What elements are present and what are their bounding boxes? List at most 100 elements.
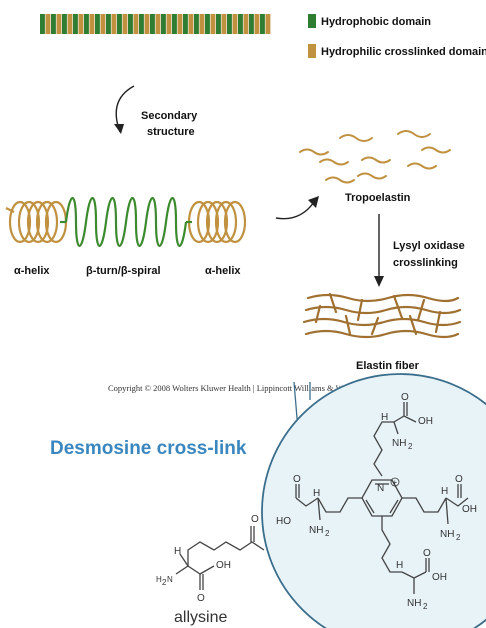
chain-segment bbox=[238, 14, 243, 34]
secondary-structure-label-1: Secondary bbox=[141, 110, 198, 122]
chain-segment bbox=[84, 14, 89, 34]
chain-segment bbox=[100, 14, 106, 34]
chain-segment bbox=[216, 14, 221, 34]
beta-spiral-label: β-turn/β-spiral bbox=[86, 265, 161, 277]
allysine-structure: O H OH H 2 N O allysine bbox=[156, 514, 265, 626]
chain-segment bbox=[128, 14, 133, 34]
n-plus-sign: + bbox=[393, 478, 398, 487]
chain-segment bbox=[232, 14, 238, 34]
chain-segment bbox=[139, 14, 144, 34]
chain-segment bbox=[243, 14, 249, 34]
secondary-structure-coils bbox=[5, 197, 247, 247]
allysine-label: allysine bbox=[174, 609, 227, 626]
desmosine-title: Desmosine cross-link bbox=[50, 438, 247, 459]
chain-segment bbox=[265, 14, 271, 34]
chain-segment bbox=[67, 14, 73, 34]
elastin-fiber-label: Elastin fiber bbox=[356, 360, 420, 372]
allysine-bottom-o: O bbox=[197, 593, 205, 604]
arrow-lysyl-head bbox=[374, 276, 384, 287]
coil-connector bbox=[5, 207, 15, 213]
left-o: O bbox=[293, 474, 301, 485]
secondary-structure-label-2: structure bbox=[147, 126, 195, 138]
chain-segment bbox=[150, 14, 155, 34]
alpha-helix-loop bbox=[196, 200, 220, 244]
bottom-nh2-sub: 2 bbox=[423, 602, 428, 611]
chain-segment bbox=[205, 14, 210, 34]
chain-segment bbox=[199, 14, 205, 34]
alpha-helix-loop bbox=[8, 200, 32, 244]
chain-segment bbox=[144, 14, 150, 34]
alpha-helix-loop bbox=[205, 200, 229, 244]
arrow-secondary-head bbox=[114, 124, 124, 134]
chain-segment bbox=[172, 14, 177, 34]
allysine-h2n-h: H bbox=[156, 575, 162, 584]
chain-segment bbox=[249, 14, 254, 34]
tropoelastin-molecules bbox=[299, 130, 451, 184]
allysine-h2n-n: N bbox=[167, 575, 173, 584]
allysine-h: H bbox=[174, 546, 181, 557]
left-h: H bbox=[313, 488, 320, 499]
chain-segment bbox=[40, 14, 45, 34]
legend-label-hydrophilic: Hydrophilic crosslinked domain bbox=[321, 46, 486, 58]
left-ho: HO bbox=[276, 516, 291, 527]
allysine-oh: OH bbox=[216, 560, 231, 571]
top-oh: OH bbox=[418, 416, 433, 427]
top-o: O bbox=[401, 392, 409, 403]
alpha-helix-loop bbox=[17, 200, 41, 244]
chain-segment bbox=[51, 14, 56, 34]
arrow-to-tropoelastin bbox=[275, 201, 315, 220]
chain-segment bbox=[117, 14, 122, 34]
lysyl-oxidase-label-1: Lysyl oxidase bbox=[393, 240, 465, 252]
chain-segment bbox=[254, 14, 260, 34]
top-nh2: NH bbox=[392, 438, 406, 449]
top-nh2-sub: 2 bbox=[408, 442, 413, 451]
bottom-o: O bbox=[423, 548, 431, 559]
n-plus-charge bbox=[390, 477, 400, 487]
alpha-helix-right-label: α-helix bbox=[205, 265, 241, 277]
desmosine-n-plus: N bbox=[377, 483, 384, 494]
chain-segment bbox=[89, 14, 95, 34]
chain-segment bbox=[45, 14, 51, 34]
legend-label-hydrophobic: Hydrophobic domain bbox=[321, 16, 431, 28]
chain-segment bbox=[95, 14, 100, 34]
domain-chain-bar bbox=[40, 14, 271, 34]
chain-segment bbox=[73, 14, 78, 34]
right-oh: OH bbox=[462, 504, 477, 515]
alpha-helix-left-label: α-helix bbox=[14, 265, 50, 277]
right-h: H bbox=[441, 486, 448, 497]
bottom-nh2: NH bbox=[407, 598, 421, 609]
chain-segment bbox=[183, 14, 188, 34]
chain-segment bbox=[227, 14, 232, 34]
bottom-oh: OH bbox=[432, 572, 447, 583]
allysine-o: O bbox=[251, 514, 259, 525]
alpha-helix-loop bbox=[26, 200, 50, 244]
alpha-helix-loop bbox=[214, 200, 238, 244]
chain-segment bbox=[194, 14, 199, 34]
chain-segment bbox=[260, 14, 265, 34]
chain-segment bbox=[111, 14, 117, 34]
copyright-text: Copyright © 2008 Wolters Kluwer Health |… bbox=[108, 383, 362, 393]
chain-segment bbox=[177, 14, 183, 34]
chain-segment bbox=[166, 14, 172, 34]
left-nh2-sub: 2 bbox=[325, 529, 330, 538]
chain-segment bbox=[155, 14, 161, 34]
legend-swatch-hydrophilic bbox=[308, 44, 316, 58]
left-nh2: NH bbox=[309, 525, 323, 536]
alpha-helix-loop bbox=[35, 200, 59, 244]
chain-segment bbox=[133, 14, 139, 34]
chain-segment bbox=[56, 14, 62, 34]
legend-swatch-hydrophobic bbox=[308, 14, 316, 28]
chain-segment bbox=[106, 14, 111, 34]
allysine-h2n-sub: 2 bbox=[162, 578, 167, 587]
right-nh2: NH bbox=[440, 529, 454, 540]
chain-segment bbox=[221, 14, 227, 34]
elastin-fiber-mesh bbox=[302, 292, 462, 339]
beta-spiral-wave bbox=[64, 197, 188, 247]
lysyl-oxidase-label-2: crosslinking bbox=[393, 257, 458, 269]
arrow-tropoelastin-head bbox=[308, 196, 319, 208]
top-h: H bbox=[381, 412, 388, 423]
chain-segment bbox=[161, 14, 166, 34]
chain-segment bbox=[188, 14, 194, 34]
right-o: O bbox=[455, 474, 463, 485]
